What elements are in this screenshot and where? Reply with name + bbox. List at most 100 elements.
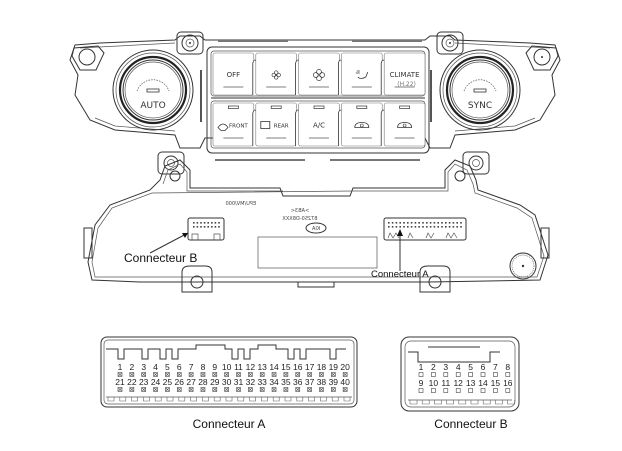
button-seat-airflow-icon[interactable] — [341, 52, 383, 96]
pin-dot — [203, 226, 206, 228]
pin-dot — [414, 222, 417, 224]
button-fan-low-icon[interactable] — [255, 52, 297, 96]
pin-dot — [207, 222, 209, 224]
pin-terminal — [493, 372, 498, 377]
auto-indicator-led — [146, 88, 160, 93]
pin-number: 3 — [141, 362, 146, 372]
pin-32: 32 — [246, 377, 255, 392]
pin-x-mark — [260, 372, 265, 377]
pin-dot — [196, 226, 199, 228]
auto-knob[interactable]: AUTO — [112, 49, 194, 131]
indicator-led — [313, 105, 325, 109]
pin-number: 3 — [443, 362, 448, 372]
trim-strip — [330, 159, 420, 161]
button-climate[interactable]: CLIMATE(H.22) — [383, 52, 426, 96]
fan-low-icon — [271, 70, 281, 80]
button-fresh-air-icon[interactable] — [383, 102, 426, 147]
pin-number: 1 — [419, 362, 424, 372]
pin-5: 5 — [468, 362, 473, 377]
pin-number: 26 — [175, 377, 185, 387]
pin-x-mark — [212, 387, 217, 392]
pin-x-mark — [343, 372, 347, 377]
latch-tooth — [308, 397, 315, 402]
connector-a-callout: Connecteur A — [371, 269, 429, 280]
pin-number: 8 — [201, 362, 206, 372]
pin-x-mark — [236, 387, 241, 392]
button-recirculation-icon[interactable] — [341, 102, 383, 147]
button-off[interactable]: OFF — [212, 52, 255, 96]
pin-x-mark — [141, 372, 146, 377]
pin-number: 36 — [293, 377, 303, 387]
pin-number: 9 — [419, 378, 424, 388]
svg-text:KIA: KIA — [311, 226, 320, 232]
pin-number: 7 — [493, 362, 498, 372]
pin-dot — [403, 222, 405, 224]
button-label: FRONT — [229, 124, 248, 130]
pin-dot — [433, 222, 436, 224]
button-fan-high-icon[interactable] — [298, 52, 340, 96]
divider — [200, 70, 202, 122]
pin-terminal — [455, 372, 461, 377]
pin-24: 24 — [151, 377, 161, 392]
pin-number: 25 — [163, 377, 173, 387]
pin-x-mark — [272, 372, 276, 377]
button-rear[interactable]: REAR — [255, 102, 297, 147]
pin-21: 21 — [115, 377, 125, 392]
pin-x-mark — [130, 372, 134, 377]
screw-boss — [176, 31, 204, 55]
pin-x-mark — [343, 387, 347, 392]
pin-dot — [214, 222, 217, 224]
sync-knob[interactable]: SYNC — [439, 49, 521, 131]
latch-tooth — [166, 397, 174, 402]
sensor-grommet — [509, 252, 537, 280]
pin-14: 14 — [478, 378, 488, 393]
pin-x-mark — [165, 387, 170, 392]
pin-x-mark — [248, 372, 253, 377]
screw-boss — [462, 151, 490, 175]
pin-x-mark — [153, 372, 158, 377]
latch-tooth — [154, 397, 162, 402]
pin-dot — [429, 226, 432, 228]
pin-14: 14 — [269, 362, 279, 377]
pin-dot — [395, 226, 398, 228]
pin-18: 18 — [317, 362, 326, 377]
pin-20: 20 — [340, 362, 350, 377]
pin-dot — [399, 226, 401, 228]
pin-terminal — [455, 388, 461, 393]
pin-x-mark — [295, 387, 300, 392]
pin-17: 17 — [305, 362, 315, 377]
pin-number: 33 — [257, 377, 267, 387]
button-front[interactable]: FRONT — [212, 102, 255, 147]
back-panel: EPU/MV/000 >AB3< 87250-D8XXX KIA Connect… — [83, 159, 550, 293]
pin-dot — [410, 226, 413, 228]
connector-b-leader — [149, 232, 189, 254]
pin-15: 15 — [281, 362, 291, 377]
pin-31: 31 — [234, 377, 243, 392]
button-ac[interactable]: A/C — [298, 102, 340, 147]
pin-x-mark — [130, 387, 134, 392]
pin-number: 9 — [212, 362, 217, 372]
pin-dot — [391, 226, 394, 228]
pin-dot — [395, 222, 398, 224]
pin-x-mark — [319, 387, 324, 392]
pin-dot — [448, 226, 451, 228]
latch-tooth — [190, 397, 197, 402]
latch-tooth — [272, 397, 280, 402]
kia-logo: KIA — [305, 222, 327, 234]
screw-boss — [157, 151, 185, 175]
latch-tooth — [249, 397, 256, 402]
pin-number: 10 — [222, 362, 232, 372]
pin-number: 19 — [329, 362, 339, 372]
arrow-icon — [182, 233, 188, 238]
pin-x-mark — [177, 372, 182, 377]
pin-3: 3 — [141, 362, 146, 377]
latch-tooth — [213, 397, 221, 402]
latch-tooth — [202, 397, 209, 402]
latch-tooth — [143, 397, 150, 402]
pin-33: 33 — [257, 377, 267, 392]
latch-tooth — [446, 400, 454, 405]
seat-airflow-icon — [355, 70, 369, 79]
sync-indicator-led — [473, 88, 487, 93]
pin-x-mark — [177, 387, 182, 392]
